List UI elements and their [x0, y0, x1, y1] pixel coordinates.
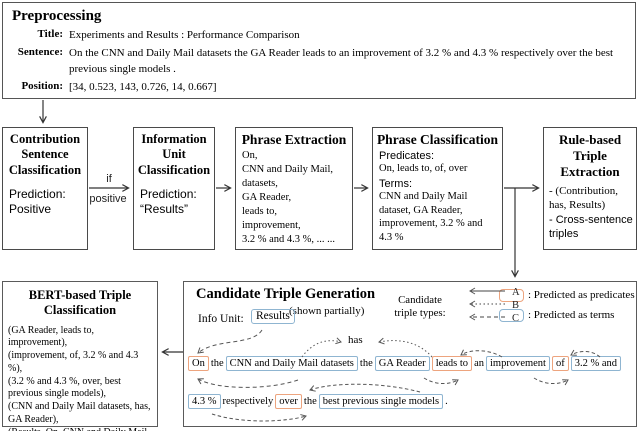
sentence-token-plain: the	[210, 358, 224, 369]
stage-title: Phrase Classification	[376, 132, 499, 147]
bert-triples: (GA Reader, leads to, improvement), (imp…	[8, 324, 151, 431]
stage-phrase-extraction: Phrase Extraction On, CNN and Daily Mail…	[235, 127, 353, 250]
sentence-token-plain: the	[303, 396, 317, 407]
sentence-token-term: improvement	[485, 356, 550, 371]
stage-phrases: On, CNN and Daily Mail, datasets, GA Rea…	[242, 150, 336, 245]
stage-title: Rule-based Triple Extraction	[558, 132, 622, 179]
sentence-token-plain: an	[474, 358, 484, 369]
candidate-subtitle: (shown partially)	[289, 305, 365, 317]
predicate-swatch	[499, 289, 524, 302]
stage-rule-based-triple-extraction: Rule-based Triple Extraction - (Contribu…	[543, 127, 637, 250]
sentence-label: Sentence:	[17, 45, 63, 58]
stage-title: Phrase Extraction	[241, 132, 347, 147]
field-sentence: Sentence: On the CNN and Daily Mail data…	[3, 46, 635, 80]
position-value: [34, 0.523, 143, 0.726, 14, 0.667]	[69, 80, 217, 93]
preprocessing-box: Preprocessing Title: Experiments and Res…	[2, 2, 636, 99]
has-relation-label: has	[348, 334, 363, 346]
predicates-label: Predicates:	[379, 150, 435, 163]
stage-phrase-classification: Phrase Classification Predicates: On, le…	[372, 127, 503, 250]
info-unit-value-term-box: Results	[251, 309, 295, 324]
sentence-token-term: CNN and Daily Mail datasets	[225, 356, 358, 371]
rule-based-item-triple: - (Contribution, has, Results)	[549, 184, 619, 211]
stage-prediction: Prediction: “Results”	[140, 186, 197, 217]
candidate-triple-generation-box: Candidate Triple Generation (shown parti…	[183, 281, 637, 427]
edge-label-if: if	[106, 173, 112, 185]
term-swatch	[499, 309, 524, 322]
sentence-token-pred: over	[275, 394, 302, 409]
sentence-token-plain: the	[359, 358, 373, 369]
sentence-token-pred: leads to	[431, 356, 473, 371]
stage-contribution-sentence-classification: Contribution Sentence Classification Pre…	[2, 127, 88, 250]
bert-title: BERT-based Triple Classification	[28, 288, 132, 318]
sentence-token-pred: of	[551, 356, 569, 371]
edge-label-positive: positive	[89, 193, 126, 205]
preprocessing-heading: Preprocessing	[12, 8, 102, 24]
position-label: Position:	[21, 79, 63, 92]
terms-label: Terms:	[379, 178, 412, 191]
sentence-token-plain: .	[445, 396, 448, 407]
terms-values: CNN and Daily Mail dataset, GA Reader, i…	[379, 191, 483, 244]
sentence-token-plain: respectively	[222, 396, 274, 407]
rule-based-item-cross-sentence: - Cross-sentence triples	[549, 214, 633, 240]
field-position: Position: [34, 0.523, 143, 0.726, 14, 0.…	[3, 80, 635, 98]
stage-title: Information Unit Classification	[137, 132, 211, 177]
stage-title: Contribution Sentence Classification	[8, 132, 82, 177]
predicates-values: On, leads to, of, over	[379, 163, 468, 175]
bert-triple-classification-box: BERT-based Triple Classification (GA Rea…	[2, 281, 158, 431]
sentence-token-pred: On	[188, 356, 209, 371]
term-caption: : Predicted as terms	[528, 309, 615, 321]
stage-information-unit-classification: Information Unit Classification Predicti…	[133, 127, 215, 250]
field-title: Title: Experiments and Results : Perform…	[3, 28, 635, 46]
candidate-title: Candidate Triple Generation	[196, 286, 376, 302]
sentence-token-term: 3.2 % and	[570, 356, 622, 371]
sentence-token-term: 4.3 %	[188, 394, 221, 409]
sentence-token-term: best previous single models	[318, 394, 444, 409]
title-label: Title:	[37, 28, 63, 40]
sentence-value: On the CNN and Daily Mail datasets the G…	[69, 46, 614, 75]
stage-prediction: Prediction: Positive	[9, 186, 66, 217]
sentence-token-term: GA Reader	[374, 356, 430, 371]
info-unit-label: Info Unit:	[198, 313, 244, 325]
legend-label: Candidate triple types:	[394, 294, 446, 320]
predicate-caption: : Predicted as predicates	[528, 289, 635, 301]
title-value: Experiments and Results : Performance Co…	[69, 29, 300, 41]
